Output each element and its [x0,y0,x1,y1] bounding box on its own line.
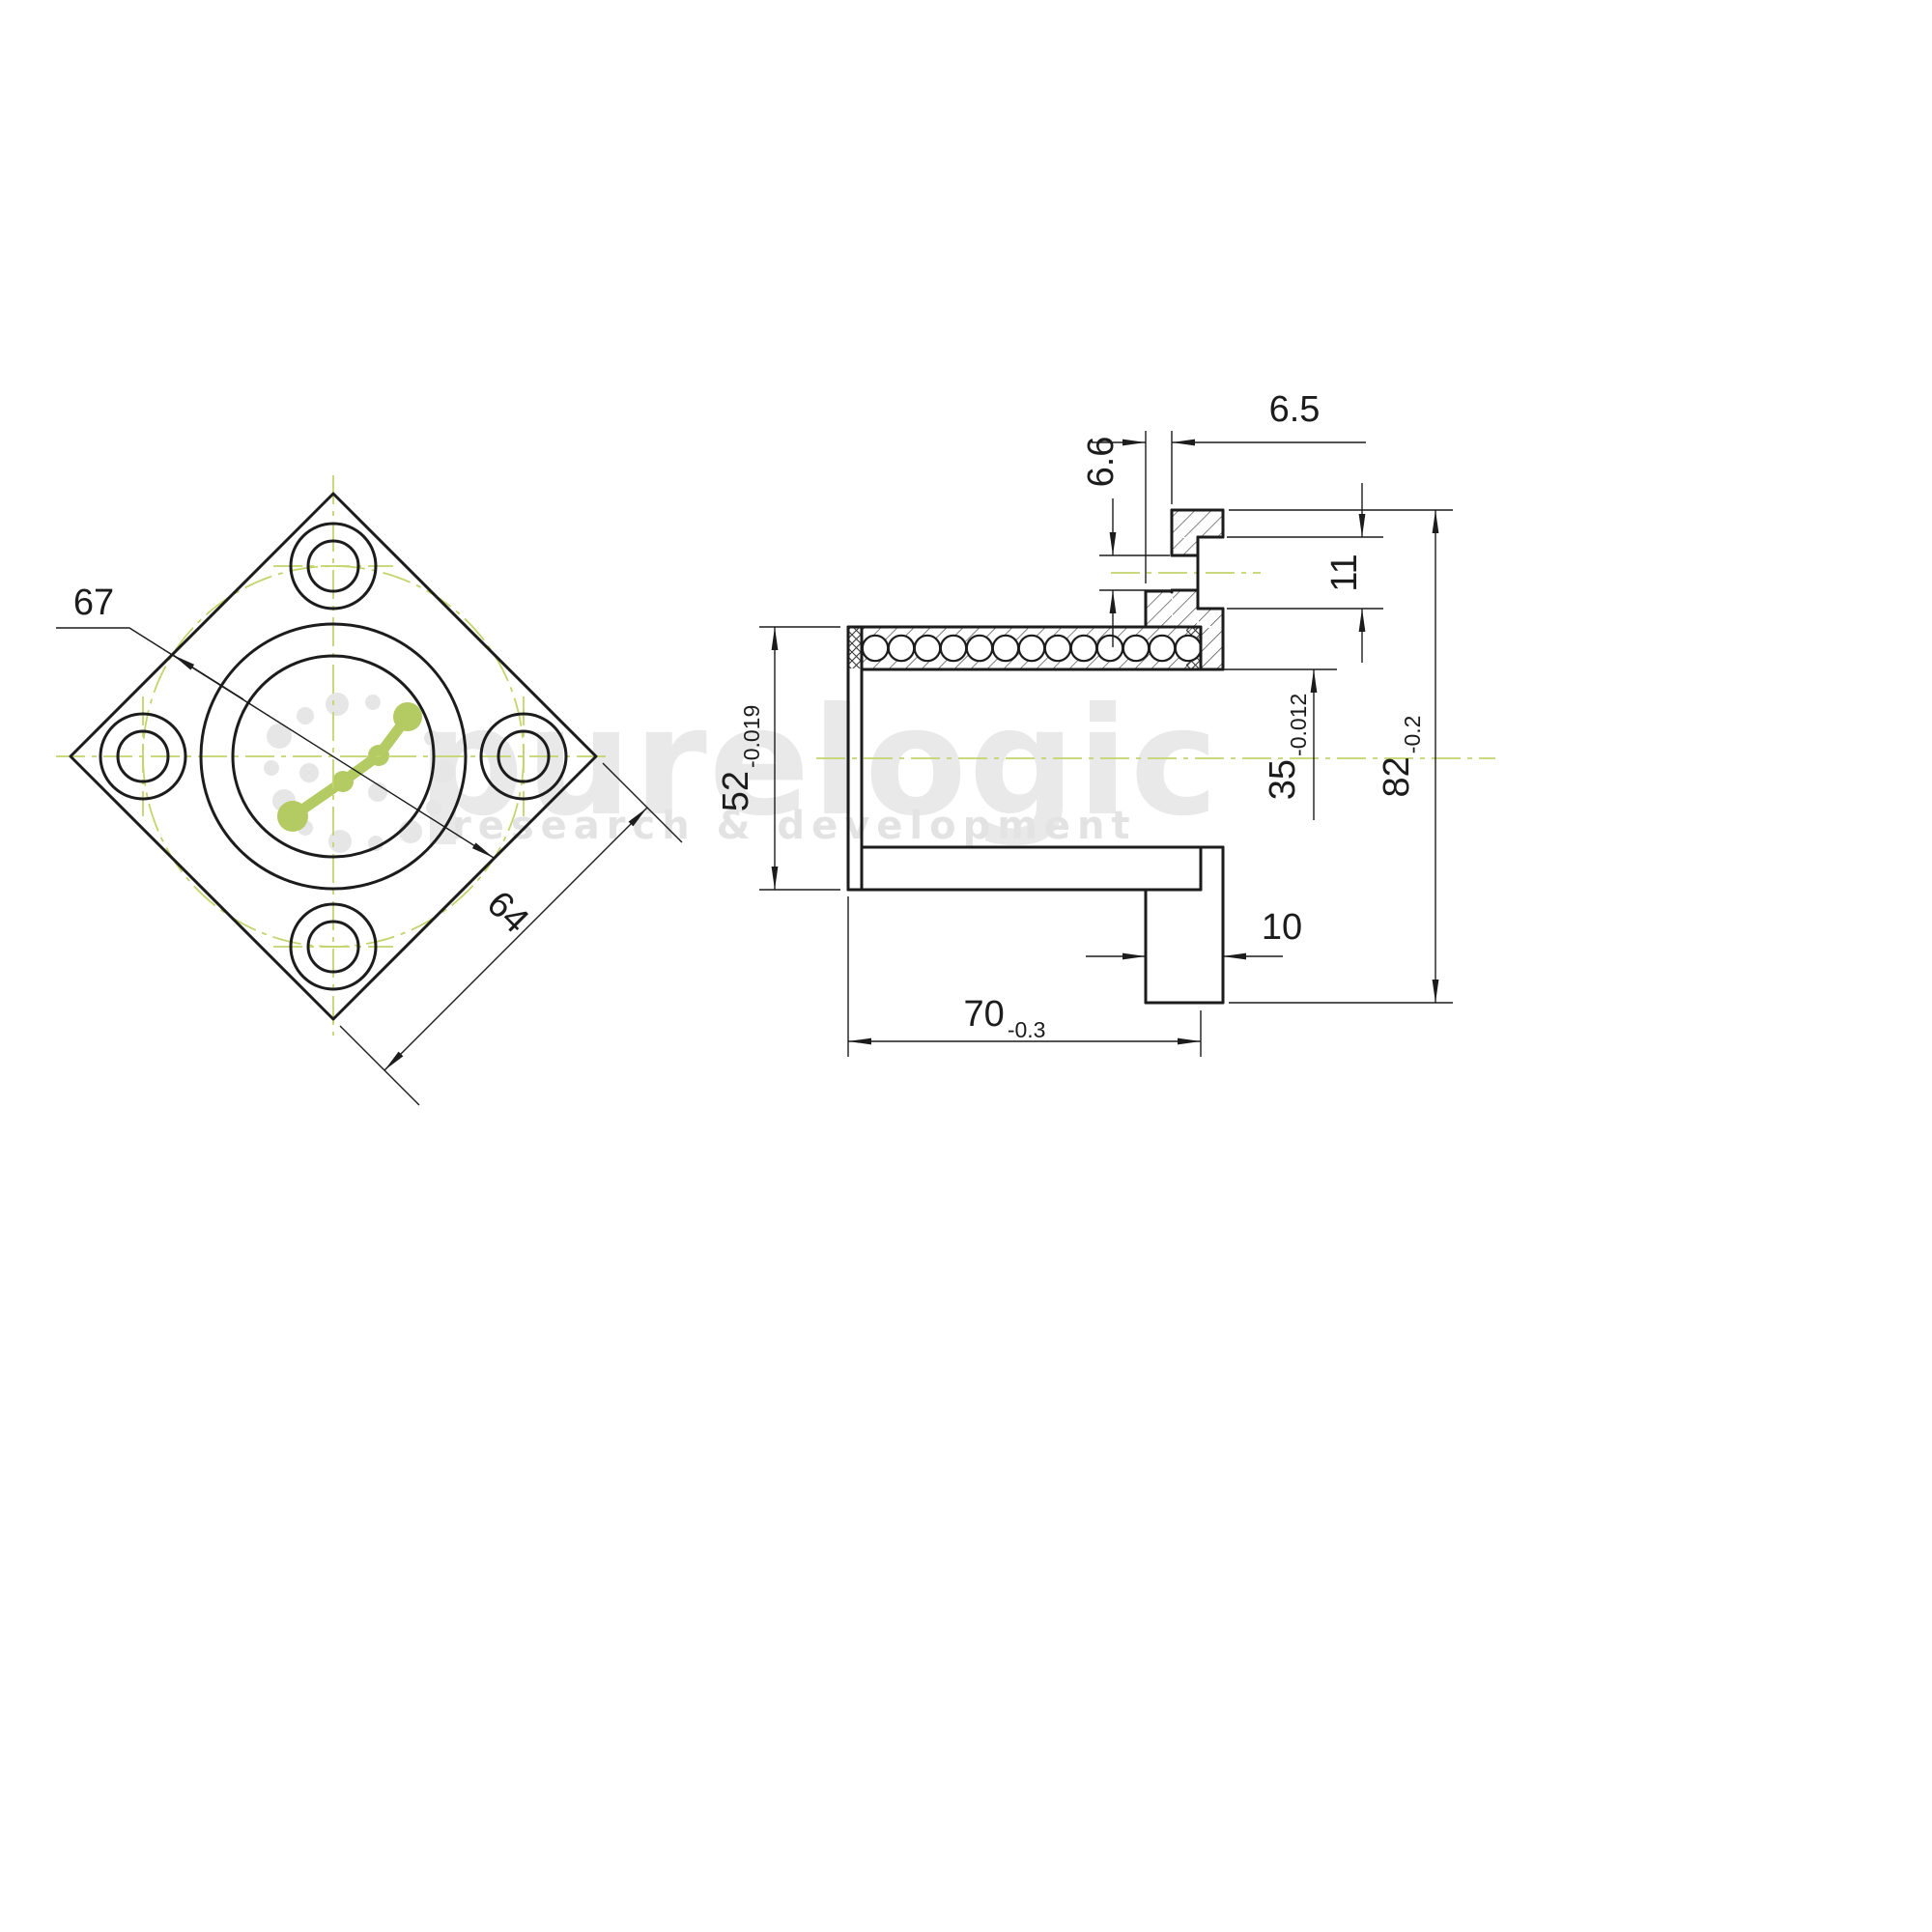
bolt-hole-top [289,522,378,611]
dim-bolt-circle: 67 [56,582,495,859]
side-view-centerlines [816,572,1495,759]
seal-left [849,628,861,668]
dim-hole-dia: 6.6 [1081,437,1170,647]
watermark-logo [264,693,455,853]
dim-body-dia: 52-0.019 [716,626,840,891]
dim-11-label: 11 [1324,554,1365,591]
dim-flange-dia: 82-0.2 [1229,509,1453,1004]
dim-total-length: 70-0.3 [847,896,1202,1057]
side-view: 52-0.019 70-0.3 82-0.2 35-0.012 10 [716,389,1495,1057]
dim-64-label: 64 [479,884,537,942]
bolt-hole-right [479,712,568,801]
watermark-tagline-text: research & development [452,804,1137,848]
dim-82-label: 82-0.2 [1377,716,1425,798]
dim-52-label: 52-0.019 [716,705,764,812]
logo-zigzag [287,711,413,822]
bolt-circle [142,565,525,948]
dim-6-5-label: 6.5 [1269,389,1321,430]
dim-70-label: 70-0.3 [964,994,1046,1042]
ball-row [861,634,1203,663]
bolt-hole-left [99,712,187,801]
bearing-body [846,625,1225,892]
dim-flange-offset: 6.5 [1092,389,1366,583]
dim-35-label: 35-0.012 [1263,694,1311,801]
dim-flange-thickness: 10 [1086,907,1302,960]
pilot-circle [199,622,468,891]
dim-10-label: 10 [1262,907,1302,948]
bolt-hole-bottom [289,902,378,991]
dim-67-label: 67 [73,582,114,623]
dim-counterbore-dia: 11 [1227,483,1383,663]
flange-section [1144,508,1225,1005]
bore-circle [231,654,436,859]
flange-square-outline [69,492,598,1021]
dim-bore-dia: 35-0.012 [1223,668,1337,820]
dim-6-6-label: 6.6 [1081,437,1122,488]
